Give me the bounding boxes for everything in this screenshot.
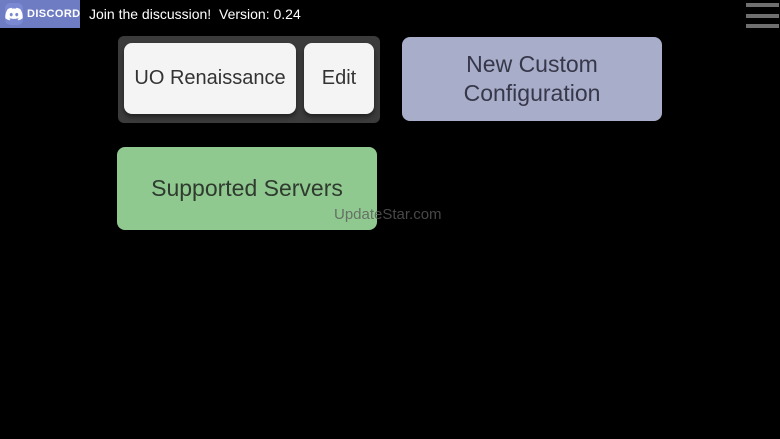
hamburger-bar — [746, 24, 779, 28]
hamburger-bar — [746, 3, 779, 7]
discord-link-badge[interactable]: DISCORD — [0, 0, 80, 28]
discord-logo-icon — [5, 3, 23, 25]
join-discussion-text: Join the discussion! — [89, 6, 212, 22]
supported-servers-button[interactable]: Supported Servers — [117, 147, 377, 230]
hamburger-bar — [746, 13, 779, 18]
profile-button-group: UO Renaissance Edit — [118, 36, 380, 123]
version-text: Version: 0.24 — [219, 6, 301, 22]
hamburger-menu-icon[interactable] — [746, 3, 779, 28]
uo-renaissance-button[interactable]: UO Renaissance — [124, 43, 296, 114]
discord-wordmark: DISCORD — [27, 8, 81, 20]
edit-button[interactable]: Edit — [304, 43, 374, 114]
new-custom-configuration-button[interactable]: New Custom Configuration — [402, 37, 662, 121]
